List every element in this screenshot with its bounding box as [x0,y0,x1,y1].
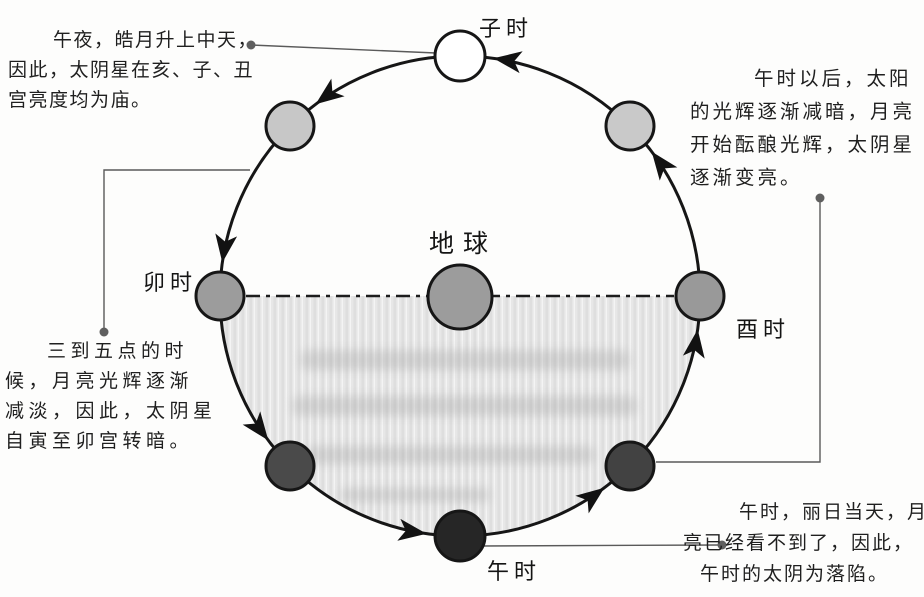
connector-line-noon [479,544,723,547]
bleedthrough-smudges [292,350,637,502]
annotation-line: 自寅至卯宫转暗。 [5,430,194,452]
annotation-dawn: 三到五点的时 候，月亮光辉逐渐 减淡，因此，太阴星 自寅至卯宫转暗。 [5,336,217,456]
arrowhead-into-upper-left [315,78,345,105]
moon-node-you-right [674,270,726,322]
moon-nodes [194,29,726,563]
connector-dot-noon [717,540,727,550]
moon-node-upper-left [264,100,316,152]
arrowhead-into-lower-left [242,411,269,441]
annotation-line: 三到五点的时 [47,340,189,362]
annotation-line: 亮已经看不到了，因此， [683,532,915,554]
connector-dot-dawn [99,327,109,337]
cycle-arrowheads [215,51,705,541]
annotation-noon: 午时，丽日当天，月 亮已经看不到了，因此， 午时的太阴为落陷。 [683,497,924,590]
earth-circle [426,263,494,331]
connector-line-dawn [103,169,250,332]
moon-node-lower-left [264,440,316,492]
annotation-line: 的光辉逐渐减暗，月亮 [690,100,916,123]
annotation-line: 宫亮度均为庙。 [8,89,152,111]
arrowhead-into-lower-right [575,487,605,514]
annotation-line: 午时，丽日当天，月 [739,501,924,523]
annotation-line: 因此，太阴星在亥、子、丑 [8,59,255,81]
moon-node-mao-left [194,270,246,322]
annotation-line: 午时以后，太阳 [754,67,912,90]
moon-node-upper-right [604,100,656,152]
annotation-line: 午时的太阴为落陷。 [700,563,890,585]
label-earth: 地球 [429,229,498,258]
label-you-hour: 酉时 [736,318,791,343]
annotation-line: 减淡，因此，太阴星 [5,400,217,422]
annotation-afternoon: 午时以后，太阳 的光辉逐渐减暗，月亮 开始酝酿光辉，太阴星 逐渐变亮。 [690,62,915,194]
arrowhead-into-you [682,329,705,359]
connector-line-afternoon [656,198,821,463]
arrowhead-into-upper-right [651,151,678,181]
label-zi-hour: 子时 [479,17,534,42]
moon-node-lower-right [604,440,656,492]
annotation-line: 逐渐变亮。 [690,166,803,189]
label-mao-hour: 卯时 [143,271,198,296]
annotation-midnight: 午夜，皓月升上中天， 因此，太阴星在亥、子、丑 宫亮度均为庙。 [8,25,258,115]
connector-dots [99,40,825,550]
connector-dot-midnight [246,40,256,50]
arrowhead-into-wu [397,518,427,541]
annotation-line: 午夜，皓月升上中天， [53,29,259,51]
connectors [103,44,821,547]
moon-node-wu-bottom [433,509,487,563]
arrowhead-into-zi [493,51,523,74]
arrowhead-into-mao [215,233,238,263]
label-wu-hour: 午时 [487,560,542,585]
connector-line-midnight [250,44,437,54]
connector-dot-afternoon [815,193,825,203]
annotation-line: 候，月亮光辉逐渐 [5,370,194,392]
moon-node-zi-top [433,29,487,83]
annotation-line: 开始酝酿光辉，太阴星 [690,133,916,156]
